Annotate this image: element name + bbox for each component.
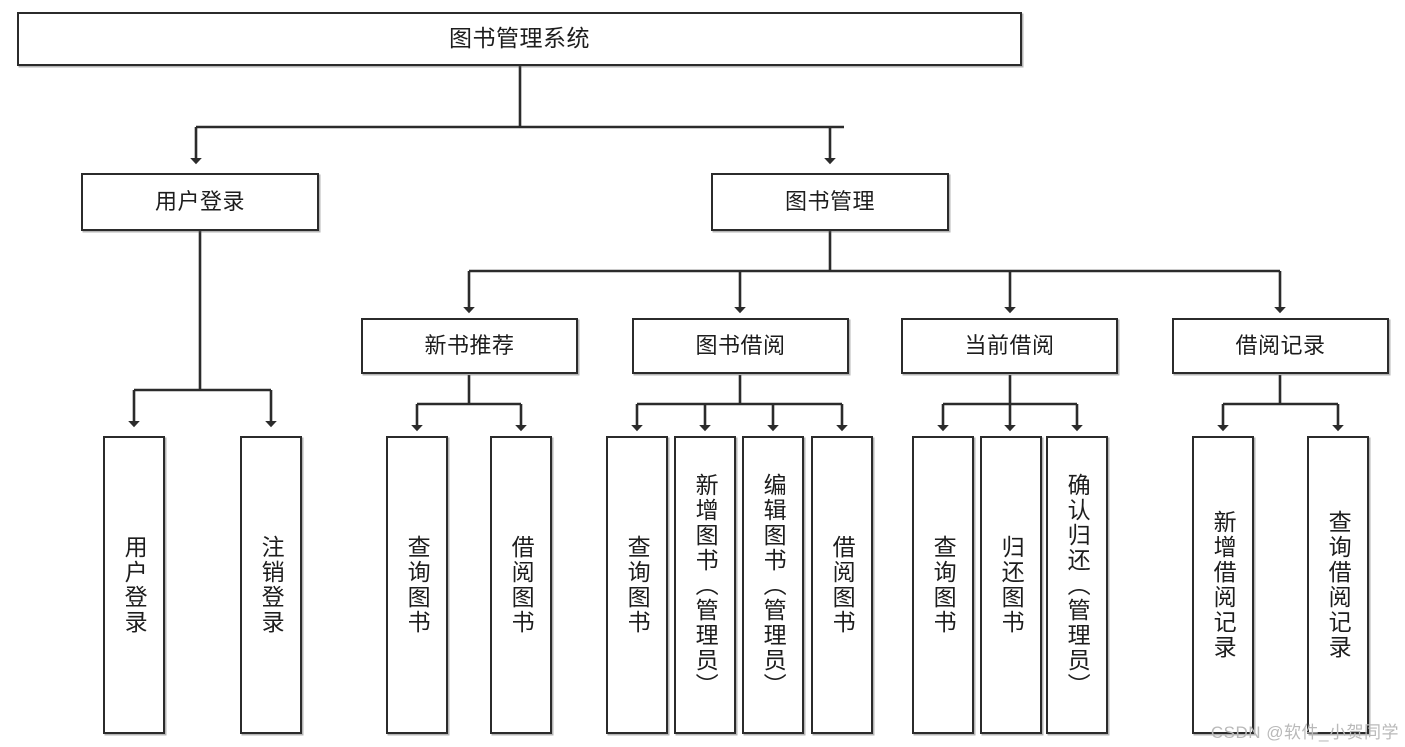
- node-label: 新书推荐: [424, 333, 515, 359]
- node-new-book-recommend[interactable]: 新书推荐: [361, 318, 578, 374]
- leaf-current-borrow-confirm[interactable]: 确认归还（管理员）: [1046, 436, 1108, 734]
- node-label: 查询图书: [404, 535, 431, 635]
- leaf-user-login-login[interactable]: 用户登录: [103, 436, 165, 734]
- node-user-login[interactable]: 用户登录: [81, 173, 319, 231]
- leaf-borrow-record-add[interactable]: 新增借阅记录: [1192, 436, 1254, 734]
- leaf-book-borrow-query[interactable]: 查询图书: [606, 436, 668, 734]
- leaf-book-borrow-lend[interactable]: 借阅图书: [811, 436, 873, 734]
- leaf-new-book-borrow[interactable]: 借阅图书: [490, 436, 552, 734]
- node-label: 当前借阅: [964, 333, 1055, 359]
- leaf-borrow-record-query[interactable]: 查询借阅记录: [1307, 436, 1369, 734]
- node-label: 用户登录: [154, 189, 245, 215]
- node-current-borrow[interactable]: 当前借阅: [901, 318, 1118, 374]
- node-label: 图书借阅: [695, 333, 786, 359]
- leaf-new-book-query[interactable]: 查询图书: [386, 436, 448, 734]
- node-label: 借阅图书: [829, 535, 856, 635]
- leaf-book-borrow-edit[interactable]: 编辑图书（管理员）: [742, 436, 804, 734]
- node-label: 查询借阅记录: [1325, 510, 1352, 660]
- node-label: 新增图书（管理员）: [692, 472, 719, 698]
- leaf-current-borrow-query[interactable]: 查询图书: [912, 436, 974, 734]
- node-borrow-record[interactable]: 借阅记录: [1172, 318, 1389, 374]
- node-label: 图书管理: [784, 189, 875, 215]
- leaf-user-login-logout[interactable]: 注销登录: [240, 436, 302, 734]
- node-book-borrow[interactable]: 图书借阅: [632, 318, 849, 374]
- node-label: 注销登录: [258, 535, 285, 635]
- node-label: 用户登录: [121, 535, 148, 635]
- node-label: 确认归还（管理员）: [1064, 472, 1091, 698]
- node-label: 归还图书: [998, 535, 1025, 635]
- node-label: 图书管理系统: [449, 25, 590, 52]
- leaf-book-borrow-add[interactable]: 新增图书（管理员）: [674, 436, 736, 734]
- node-label: 新增借阅记录: [1210, 510, 1237, 660]
- node-label: 借阅图书: [508, 535, 535, 635]
- node-book-management[interactable]: 图书管理: [711, 173, 949, 231]
- leaf-current-borrow-return[interactable]: 归还图书: [980, 436, 1042, 734]
- node-root-system[interactable]: 图书管理系统: [17, 12, 1022, 66]
- node-label: 借阅记录: [1235, 333, 1326, 359]
- node-label: 查询图书: [624, 535, 651, 635]
- node-label: 编辑图书（管理员）: [760, 472, 787, 698]
- node-label: 查询图书: [930, 535, 957, 635]
